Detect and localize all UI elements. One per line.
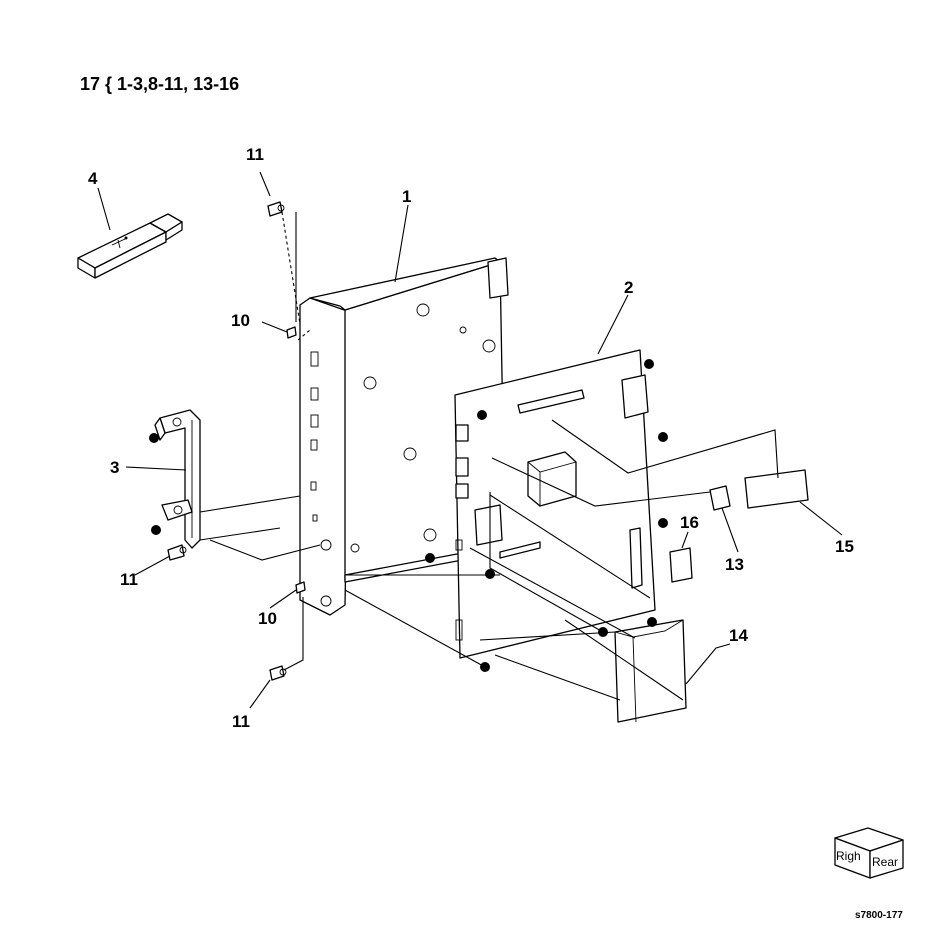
usb-drive-part-4	[77, 213, 183, 279]
callout-11-left: 11	[120, 570, 138, 589]
callout-10-top: 10	[231, 311, 250, 330]
callout-10-bottom: 10	[258, 609, 277, 628]
callout-2: 2	[624, 278, 633, 297]
callout-11-bottom: 11	[232, 712, 250, 731]
screw-11-top	[267, 201, 285, 217]
parts-list-header: 17 { 1-3,8-11, 13-16	[80, 74, 239, 94]
callout-14: 14	[729, 626, 748, 645]
screw-11-left	[167, 544, 187, 561]
orientation-cube-icon: Righ Rear	[834, 827, 904, 879]
circuit-board-part-2	[454, 349, 656, 659]
screw-10-bottom	[295, 581, 306, 594]
label-part-16	[669, 547, 693, 583]
callout-4: 4	[88, 169, 98, 188]
label-part-15	[744, 469, 809, 509]
cover-part-14	[614, 619, 687, 723]
orientation-right-label: Righ	[836, 849, 861, 863]
callout-3: 3	[110, 458, 119, 477]
callout-11-top: 11	[246, 145, 264, 164]
callout-16: 16	[680, 513, 699, 532]
screw-location-dots	[149, 359, 668, 672]
callout-13: 13	[725, 555, 744, 574]
callout-15: 15	[835, 537, 854, 556]
bracket-part-3	[154, 409, 201, 549]
chip-part-13	[709, 485, 731, 511]
screw-10-top	[286, 326, 297, 339]
callout-1: 1	[402, 187, 411, 206]
figure-id: s7800-177	[855, 910, 903, 921]
leader-lines	[97, 171, 843, 709]
orientation-rear-label: Rear	[872, 855, 898, 869]
screw-11-bottom	[269, 665, 287, 681]
